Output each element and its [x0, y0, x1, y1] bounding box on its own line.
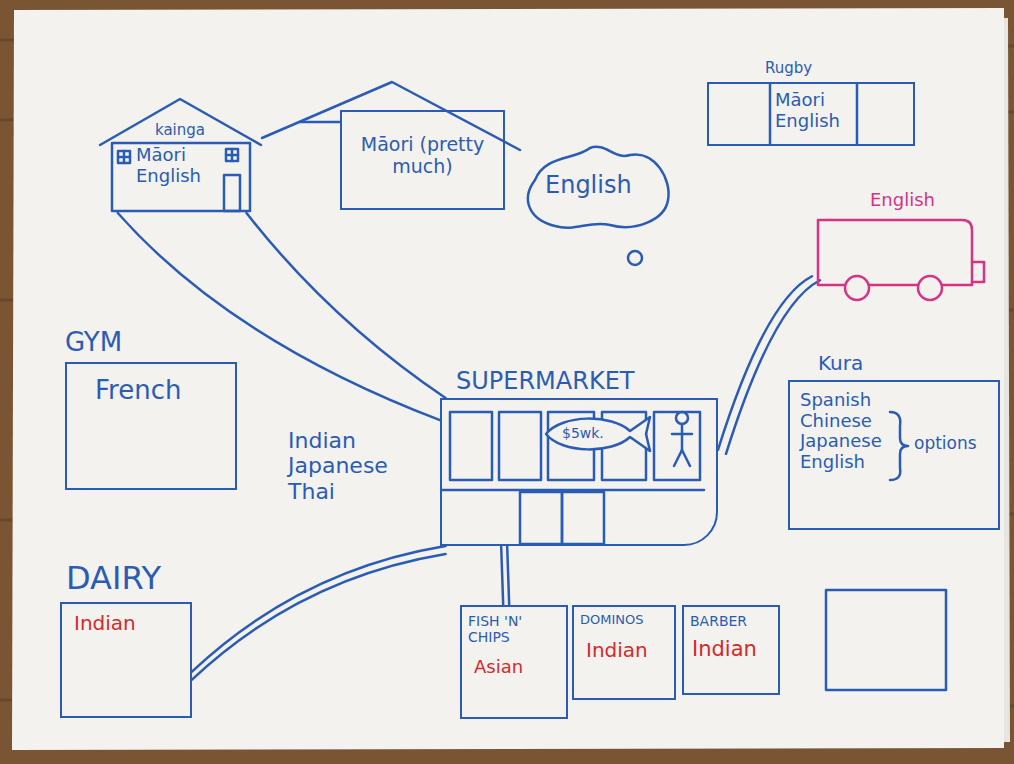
dairy-box: DAIRYIndian [60, 602, 192, 718]
node-text: SUPERMARKET [456, 368, 634, 396]
supermarket-building: SUPERMARKET$5wk. [440, 398, 718, 546]
node-heading: FISH 'N' CHIPS [468, 613, 560, 645]
node-heading: kainga [155, 122, 205, 139]
node-text: Māori English [775, 90, 855, 131]
node-text: Indian [586, 639, 648, 662]
fish-sign: $5wk. [542, 414, 654, 454]
roof-eave [300, 121, 340, 124]
shop-box: DOMINOS Indian [572, 605, 676, 700]
tasmania-outline [628, 251, 642, 265]
free-label: Indian Japanese Thai [288, 428, 400, 504]
connector [501, 546, 509, 605]
node-text: Māori English [136, 145, 218, 186]
school-box: KuraSpanish Chinese Japanese Englishopti… [788, 380, 1000, 530]
node-heading: GYM [65, 328, 122, 358]
empty-box [826, 590, 946, 690]
rugby-table: RugbyMāori English [707, 82, 915, 146]
node-heading: Kura [818, 352, 863, 375]
node-text: English [870, 190, 935, 211]
shop-box: FISH 'N' CHIPS Asian [460, 605, 568, 719]
node-text: French [95, 376, 181, 406]
shop-box: BARBER Indian [682, 605, 780, 695]
node-text: Māori (pretty much) [348, 134, 497, 178]
gym-box: GYMFrench [65, 362, 237, 490]
house-box: Māori (pretty much) [340, 110, 505, 210]
node-text: Indian [692, 637, 757, 661]
node-text: Asian [474, 657, 523, 678]
connector [247, 213, 446, 398]
node-heading: BARBER [690, 613, 747, 629]
node-text: Spanish Chinese Japanese English [800, 390, 896, 473]
node-heading: DOMINOS [580, 613, 644, 628]
node-text: English [545, 172, 632, 200]
bus: English [812, 190, 990, 305]
node-heading: Rugby [765, 60, 812, 77]
connector [192, 546, 446, 680]
node-text: options [914, 434, 977, 454]
node-heading: DAIRY [66, 560, 161, 597]
node-text: Indian [74, 612, 136, 635]
house: kaingaMāori English [98, 95, 263, 213]
australia-outline: English [515, 140, 675, 235]
node-text: $5wk. [562, 425, 604, 441]
